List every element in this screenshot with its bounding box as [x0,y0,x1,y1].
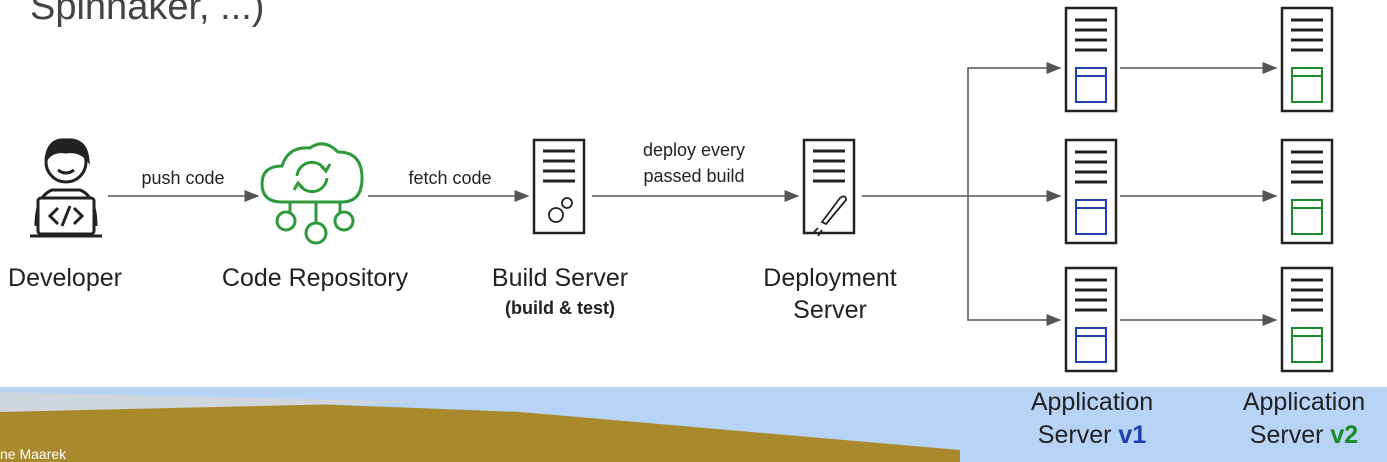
app-server-v2-label-line2: Server v2 [1222,421,1386,450]
app-server-v1-label-line2: Server v1 [1010,421,1174,450]
deploy-label-line1: deploy every [642,140,746,160]
deployment-server-icon [802,138,856,237]
header-fragment: Spinnaker, ...) [30,0,265,28]
push-code-label: push code [141,168,225,188]
developer-label: Developer [8,264,122,292]
edge-branch-up [967,62,1062,196]
app-server-v1-server-word: Server [1037,421,1112,449]
app-server-v1-middle-icon [1064,138,1118,245]
footer-author: ne Maarek [0,446,67,462]
edges [108,62,1278,326]
code-repository-label: Code Repository [221,264,409,292]
app-server-v2-top-icon [1280,6,1334,113]
build-server-icon [532,138,586,235]
developer-icon [30,138,102,238]
footer-band [0,387,1387,462]
app-server-v1-version: v1 [1118,421,1147,449]
app-server-v1-bottom-icon [1064,266,1118,373]
deployment-server-label-line1: Deployment [763,264,897,292]
app-server-v2-version: v2 [1330,421,1359,449]
app-server-v2-middle-icon [1280,138,1334,245]
edge-branch-down [967,196,1062,326]
app-server-v1-top-icon [1064,6,1118,113]
app-server-v2-bottom-icon [1280,266,1334,373]
app-server-v1-label-line1: Application [1030,388,1154,416]
deployment-server-label-line2: Server [793,296,867,324]
app-server-v2-server-word: Server [1249,421,1324,449]
fetch-code-label: fetch code [408,168,492,188]
build-server-label: Build Server [491,264,629,292]
build-server-sublabel: (build & test) [505,298,615,318]
app-server-v2-label-line1: Application [1242,388,1366,416]
code-repository-icon [260,142,364,245]
deploy-label-line2: passed build [643,166,745,186]
